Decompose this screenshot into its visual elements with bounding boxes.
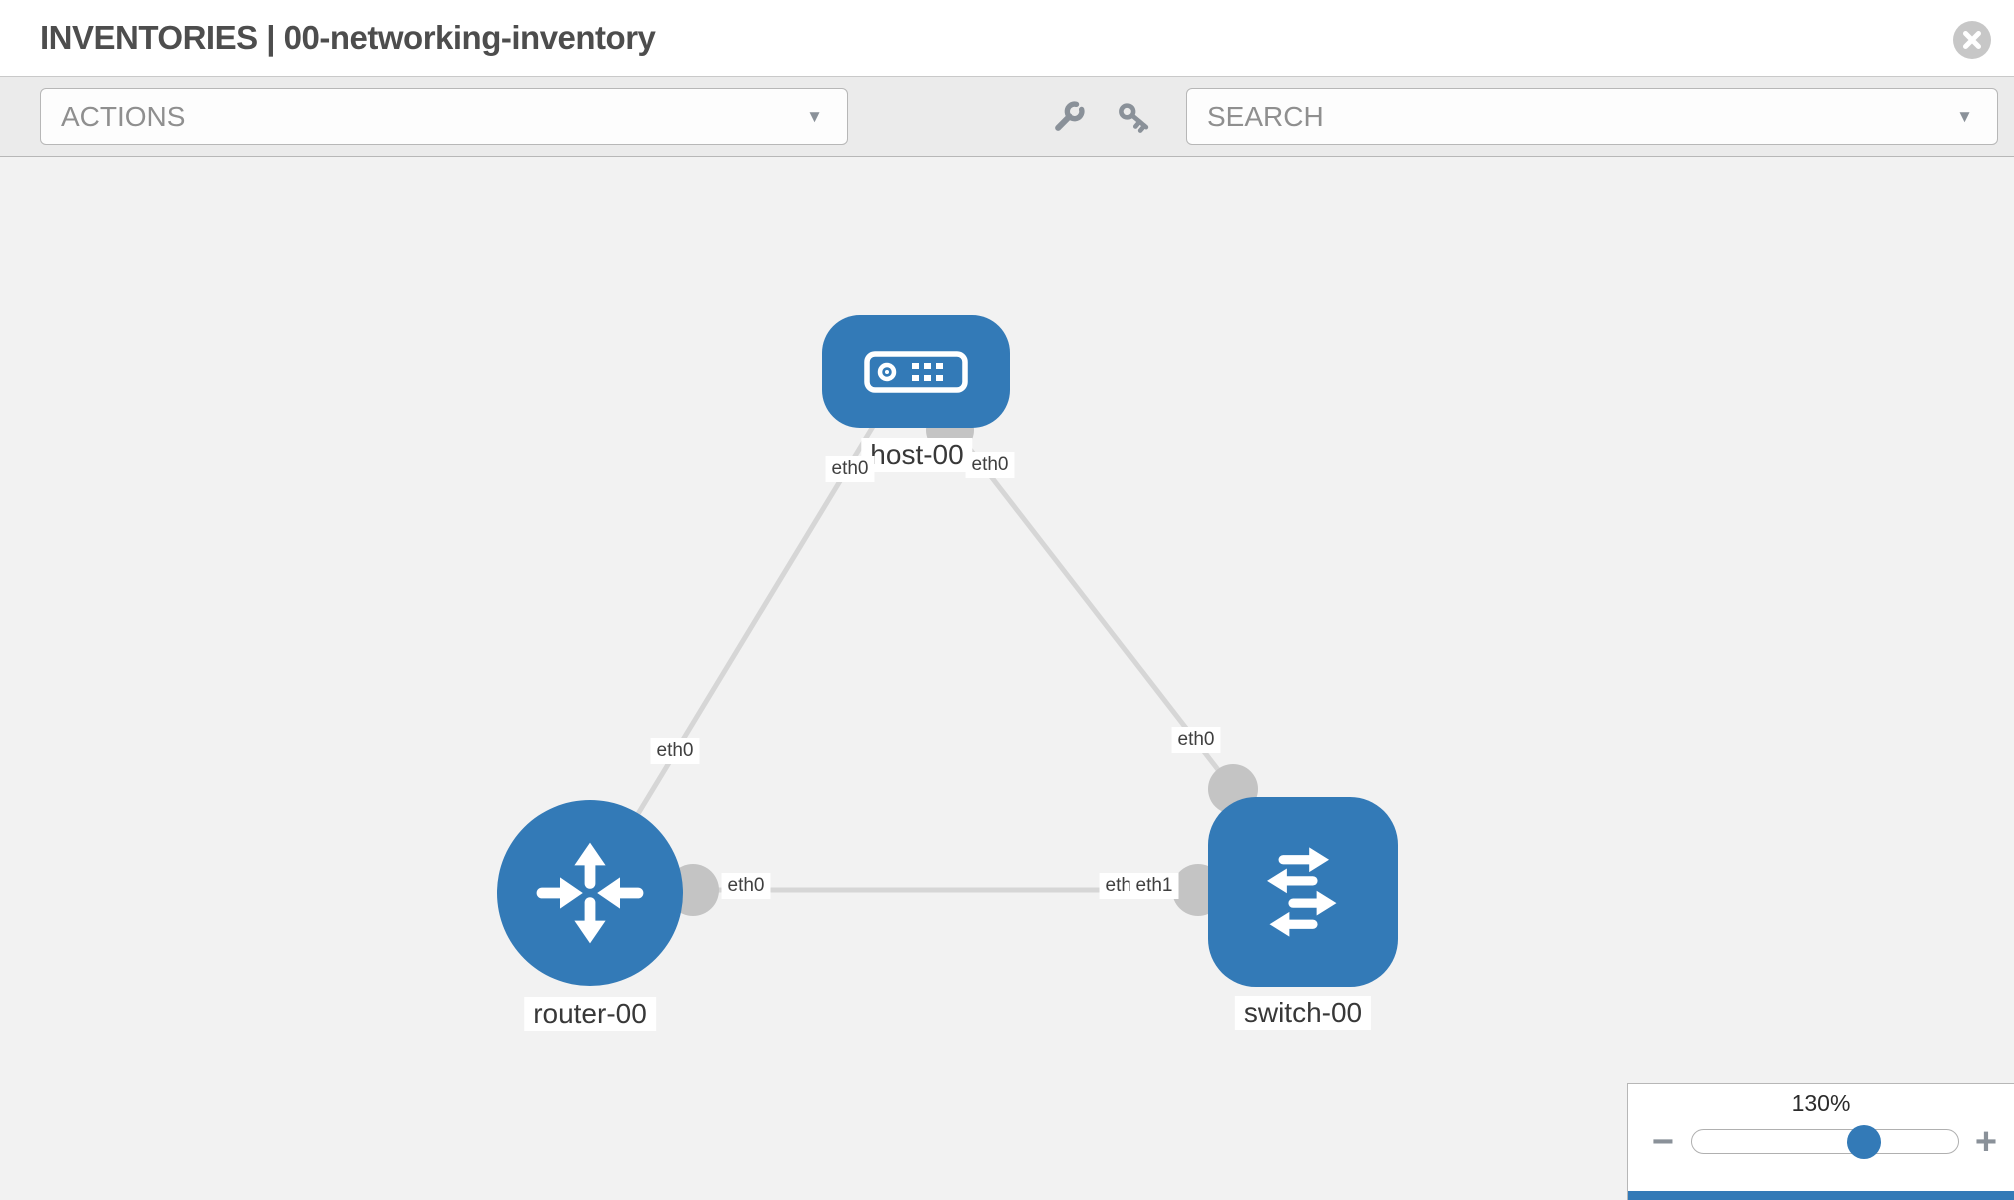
key-legend-button[interactable]	[1116, 99, 1154, 137]
zoom-slider-thumb[interactable]	[1847, 1125, 1881, 1159]
close-button[interactable]	[1952, 20, 1992, 60]
iface-label-host-eth0-left: eth0	[825, 456, 875, 482]
iface-label-router-eth0-up: eth0	[650, 738, 700, 764]
header-bar: INVENTORIES | 00-networking-inventory	[0, 0, 2014, 76]
wrench-icon	[1055, 101, 1085, 131]
iface-label-switch-eth0-top: eth0	[1171, 727, 1221, 753]
plus-icon: +	[1974, 1121, 1998, 1163]
dropdown-arrow-icon: ▼	[806, 106, 823, 126]
node-label-switch: switch-00	[1234, 996, 1372, 1030]
iface-label-switch-eth1: eth1	[1129, 873, 1179, 899]
node-switch-00[interactable]	[1208, 797, 1398, 987]
actions-dropdown-label: ACTIONS	[61, 100, 186, 132]
configure-button[interactable]	[1049, 99, 1087, 137]
zoom-out-button[interactable]: −	[1643, 1120, 1683, 1164]
key-panel-edge	[1628, 1191, 2014, 1200]
node-host-00[interactable]	[822, 315, 1010, 428]
node-router-00[interactable]	[497, 800, 683, 986]
iface-label-host-eth0-right: eth0	[965, 452, 1015, 478]
host-icon	[864, 350, 968, 393]
page-title: INVENTORIES | 00-networking-inventory	[40, 19, 656, 56]
node-label-router: router-00	[524, 997, 656, 1031]
zoom-in-button[interactable]: +	[1966, 1120, 2006, 1164]
search-input[interactable]: SEARCH	[1207, 100, 1324, 132]
iface-label-router-eth0-mid: eth0	[721, 873, 771, 899]
node-label-host: host-00	[861, 438, 973, 472]
search-dropdown[interactable]: SEARCH ▼	[1186, 88, 1998, 145]
zoom-panel: 130% − +	[1627, 1083, 2014, 1200]
switch-icon	[1267, 847, 1337, 937]
zoom-percentage: 130%	[1791, 1090, 1851, 1116]
topology-canvas[interactable]: host-00 router-00 switch-00 eth0 eth0 et…	[0, 157, 2014, 1200]
actions-dropdown[interactable]: ACTIONS ▼	[40, 88, 848, 145]
zoom-slider-track[interactable]	[1691, 1129, 1959, 1154]
minus-icon: −	[1651, 1121, 1675, 1163]
key-icon	[1119, 103, 1149, 133]
dropdown-arrow-icon: ▼	[1956, 106, 1973, 126]
close-icon	[1953, 21, 1991, 59]
router-icon	[536, 842, 644, 944]
links-layer	[587, 406, 1258, 916]
toolbar: ACTIONS ▼ SEARCH ▼	[0, 76, 2014, 157]
